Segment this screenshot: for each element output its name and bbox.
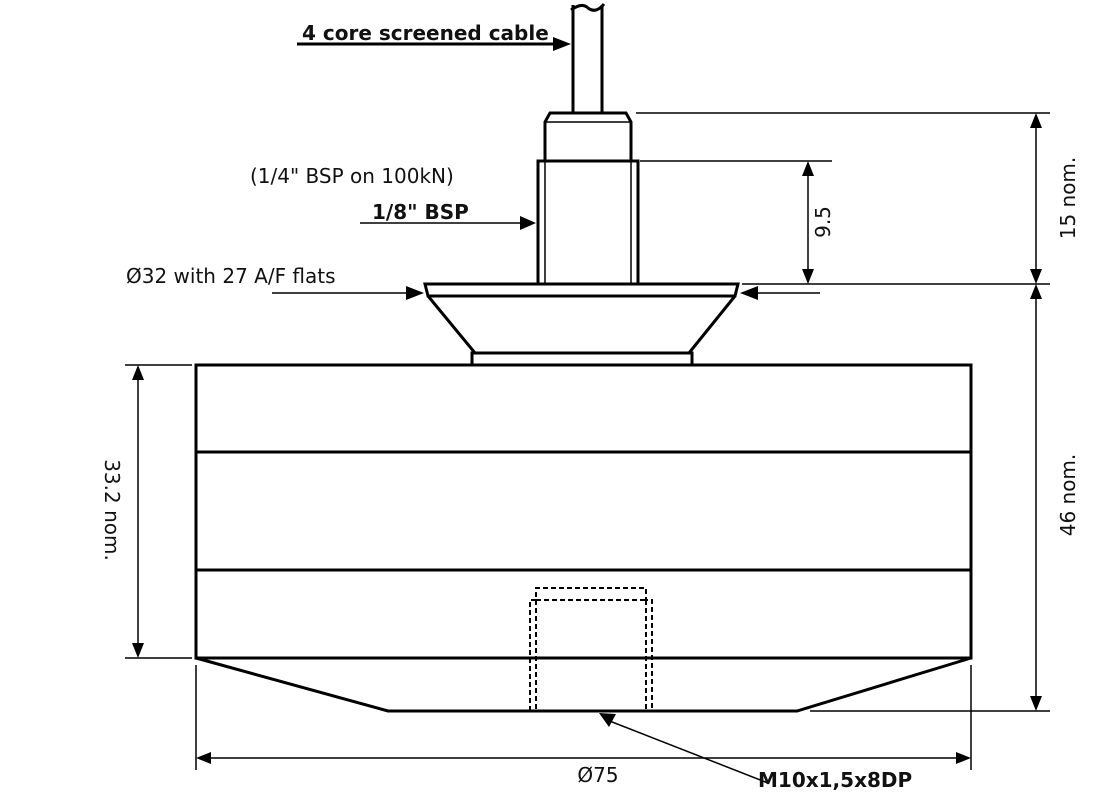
dimension-diameter-label: Ø75: [577, 763, 618, 787]
leader-cable: 4 core screened cable: [297, 21, 571, 51]
load-cell-body: [194, 363, 973, 713]
leader-thread: M10x1,5x8DP: [599, 713, 912, 792]
dimension-top-height: 15 nom.: [1030, 113, 1080, 284]
cable-gland-cap: [543, 111, 633, 161]
label-thread: M10x1,5x8DP: [758, 768, 912, 792]
label-hex: Ø32 with 27 A/F flats: [126, 264, 336, 288]
extension-lines: [125, 112, 1050, 770]
label-bsp-alt: (1/4" BSP on 100kN): [250, 164, 454, 188]
label-cable: 4 core screened cable: [302, 21, 549, 45]
label-bsp: 1/8" BSP: [372, 200, 469, 224]
dimension-body-height: 33.2 nom.: [100, 365, 144, 658]
dimension-body-height-label: 33.2 nom.: [100, 459, 124, 561]
dimension-diameter: Ø75: [196, 752, 971, 787]
cable: [570, 3, 606, 113]
dimension-thread-length-label: 9.5: [811, 206, 835, 238]
hex-flange: [423, 282, 740, 367]
dimension-total-height: 46 nom.: [1030, 284, 1080, 711]
dimension-top-height-label: 15 nom.: [1056, 157, 1080, 240]
leader-bsp: 1/8" BSP: [360, 200, 536, 230]
m10-thread-hole: [529, 587, 653, 711]
bsp-stem: [536, 159, 640, 286]
dimension-total-height-label: 46 nom.: [1056, 454, 1080, 537]
dimension-thread-length: 9.5: [802, 161, 835, 284]
leader-hex: Ø32 with 27 A/F flats: [126, 264, 820, 300]
